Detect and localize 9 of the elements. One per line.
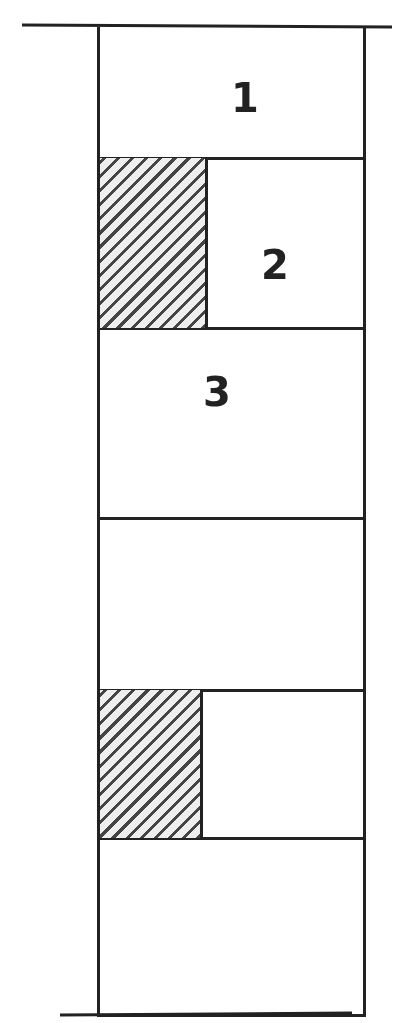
table-cell	[97, 328, 366, 520]
cell-number: 1	[231, 78, 259, 118]
hatched-area	[100, 158, 208, 328]
table-cell	[97, 838, 366, 1017]
table-cell	[97, 690, 366, 840]
cell-number: 2	[261, 245, 289, 285]
hatched-area	[100, 690, 203, 838]
cell-number: 3	[203, 372, 231, 412]
table-cell	[97, 158, 366, 330]
